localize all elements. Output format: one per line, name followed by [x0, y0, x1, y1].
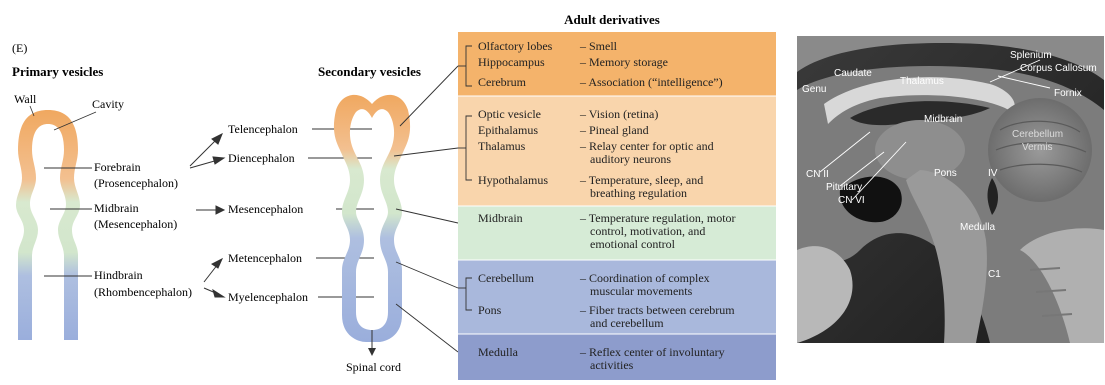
myelencephalon-label: Myelencephalon: [228, 290, 308, 304]
mri-splenium: Splenium: [1010, 50, 1052, 61]
adult-structure-7: Midbrain: [478, 211, 523, 225]
secondary-tube: [334, 95, 410, 342]
mri-corpus-callosum: Corpus Callosum: [1020, 63, 1097, 74]
hindbrain-label: Hindbrain: [94, 268, 143, 282]
adult-function-2-0: – Association (“intelligence”): [579, 75, 723, 89]
adult-function-10-0: – Reflex center of involuntary: [579, 345, 725, 359]
adult-function-1-0: – Memory storage: [579, 55, 668, 69]
mri-vermis: Vermis: [1022, 142, 1053, 153]
adult-structure-8: Cerebellum: [478, 271, 535, 285]
mri-pituitary: Pituitary: [826, 182, 862, 193]
adult-structure-4: Epithalamus: [478, 123, 538, 137]
adult-structure-1: Hippocampus: [478, 55, 545, 69]
adult-structure-5: Thalamus: [478, 139, 526, 153]
spinal-cord-label: Spinal cord: [346, 360, 401, 374]
mri-medulla: Medulla: [960, 222, 995, 233]
midbrain-label: Midbrain: [94, 201, 139, 215]
adult-function-7-1: control, motivation, and: [590, 224, 705, 238]
adult-structure-6: Hypothalamus: [478, 173, 548, 187]
adult-function-5-1: auditory neurons: [590, 152, 671, 166]
adult-structure-0: Olfactory lobes: [478, 39, 553, 53]
adult-structure-2: Cerebrum: [478, 75, 527, 89]
diencephalon-label: Diencephalon: [228, 151, 295, 165]
forebrain-label: Forebrain: [94, 160, 141, 174]
adult-function-8-0: – Coordination of complex: [579, 271, 710, 285]
mri-cn-ii: CN II: [806, 169, 829, 180]
cavity-label: Cavity: [92, 97, 124, 111]
adult-structure-10: Medulla: [478, 345, 519, 359]
adult-function-6-1: breathing regulation: [590, 186, 687, 200]
primary-tube: [16, 110, 80, 340]
mri-cerebellum: Cerebellum: [1012, 129, 1063, 140]
primary-vesicles-section: (E) Primary vesicles Wall Cavity Forebra…: [12, 41, 374, 340]
adult-structure-3: Optic vesicle: [478, 107, 541, 121]
panel-label: (E): [12, 41, 27, 55]
adult-function-7-0: – Temperature regulation, motor: [579, 211, 736, 225]
adult-function-6-0: – Temperature, sleep, and: [579, 173, 703, 187]
hindbrain-alt: (Rhombencephalon): [94, 285, 192, 299]
mri-midbrain: Midbrain: [924, 114, 962, 125]
mri-c1: C1: [988, 269, 1001, 280]
mri-fornix: Fornix: [1054, 88, 1082, 99]
mri-genu: Genu: [802, 84, 826, 95]
adult-derivatives-table: Adult derivatives Olfactory lobes – Smell…: [458, 12, 776, 380]
mri-thalamus: Thalamus: [900, 76, 944, 87]
mesencephalon-label: Mesencephalon: [228, 202, 303, 216]
primary-arrows: [190, 134, 224, 297]
mri-pons: Pons: [934, 168, 957, 179]
telencephalon-label: Telencephalon: [228, 122, 298, 136]
mri-cn-vi: CN VI: [838, 195, 865, 206]
adult-function-3-0: – Vision (retina): [579, 107, 658, 121]
adult-function-10-1: activities: [590, 358, 634, 372]
adult-function-5-0: – Relay center for optic and: [579, 139, 714, 153]
mri-iv: IV: [988, 168, 998, 179]
adult-function-7-2: emotional control: [590, 237, 676, 251]
secondary-vesicles-section: Secondary vesicles Spinal cord: [318, 64, 458, 374]
midbrain-alt: (Mesencephalon): [94, 217, 177, 231]
adult-function-9-0: – Fiber tracts between cerebrum: [579, 303, 735, 317]
wall-label: Wall: [14, 92, 37, 106]
primary-title: Primary vesicles: [12, 64, 103, 79]
metencephalon-label: Metencephalon: [228, 251, 302, 265]
mri-caudate: Caudate: [834, 68, 872, 79]
adult-structure-9: Pons: [478, 303, 502, 317]
adult-function-9-1: and cerebellum: [590, 316, 664, 330]
adult-function-8-1: muscular movements: [590, 284, 693, 298]
secondary-leader-lines: [308, 129, 374, 297]
adult-function-4-0: – Pineal gland: [579, 123, 649, 137]
forebrain-alt: (Prosencephalon): [94, 176, 178, 190]
secondary-title: Secondary vesicles: [318, 64, 421, 79]
adult-function-0-0: – Smell: [579, 39, 618, 53]
mri-sagittal: Splenium Corpus Callosum Caudate Thalamu…: [797, 36, 1104, 343]
adult-title: Adult derivatives: [564, 12, 660, 27]
